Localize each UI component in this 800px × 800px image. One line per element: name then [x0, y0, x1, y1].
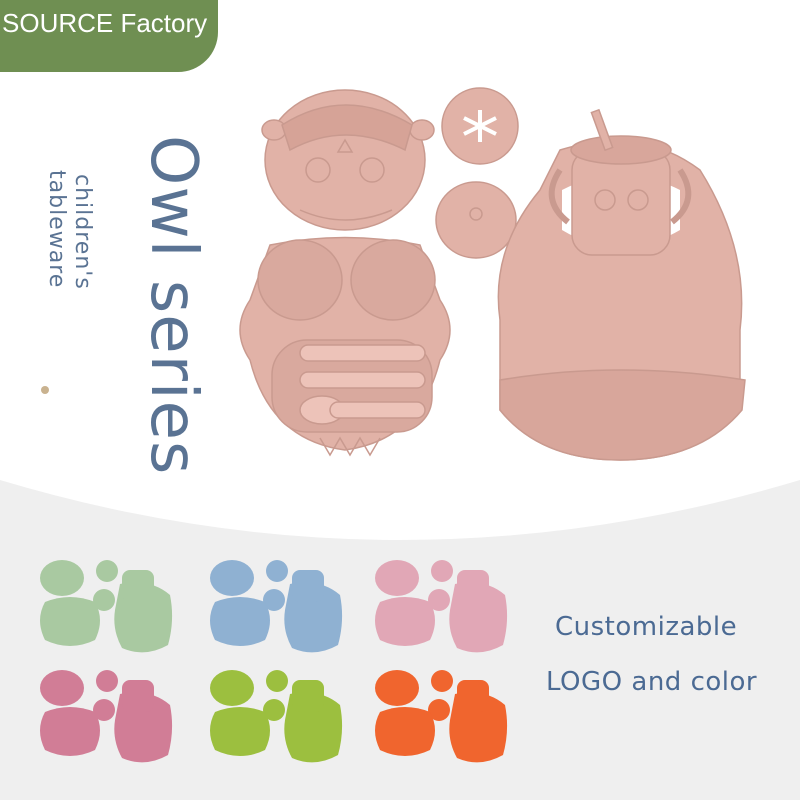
tableware-label: tableware [44, 170, 69, 289]
customizable-label: Customizable [555, 612, 738, 642]
sippy-lid [435, 181, 517, 259]
variant-orange [375, 670, 508, 763]
variant-green [40, 560, 173, 653]
variant-rose [40, 670, 173, 763]
owl-series-title: Owl series [136, 135, 210, 476]
source-factory-badge: SOURCE Factory [0, 0, 218, 72]
snack-lid [441, 87, 519, 165]
badge-label: SOURCE Factory [2, 8, 208, 38]
variant-blue [210, 560, 343, 653]
logo-and-color-label: LOGO and color [546, 667, 758, 697]
variant-pink [375, 560, 508, 653]
owl-bowl [261, 89, 435, 231]
utensils [299, 344, 426, 425]
childrens-label: children's [70, 174, 95, 290]
owl-cup [548, 108, 692, 256]
variant-lime [210, 670, 343, 763]
